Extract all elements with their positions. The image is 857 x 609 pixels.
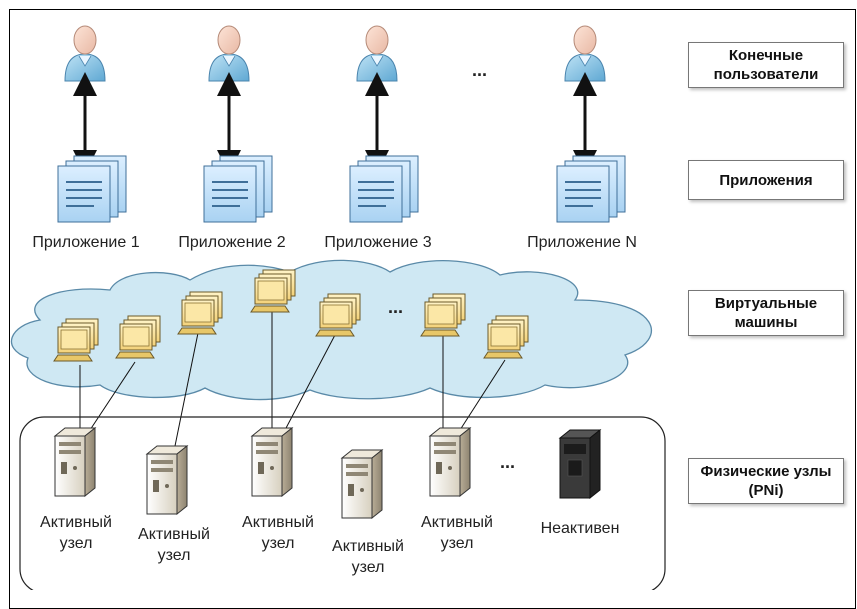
layer-nodes: Физические узлы (PNi) (688, 458, 844, 504)
server-1-icon (54, 427, 96, 497)
app-n-label: Приложение N (527, 234, 637, 251)
server-4-icon (341, 449, 383, 519)
user-n-icon (564, 25, 606, 82)
user-2-icon (208, 25, 250, 82)
layer-nodes-label: Физические узлы (PNi) (700, 463, 832, 499)
layer-vms: Виртуальные машины (688, 290, 844, 336)
layer-apps: Приложения (688, 160, 844, 200)
node-4-label: Активный узел (332, 538, 404, 576)
node-3-label: Активный узел (242, 514, 314, 552)
app-3-docs-icon (349, 155, 419, 223)
layer-apps-label: Приложения (719, 171, 813, 189)
layer-users-label: Конечные пользователи (713, 47, 819, 83)
nodes-ellipsis: ... (500, 452, 516, 472)
vm-node-links (79, 307, 506, 447)
server-2-icon (146, 445, 188, 515)
node-2-label: Активный узел (138, 526, 210, 564)
app-1-docs-icon (57, 155, 127, 223)
app-2-docs-icon (203, 155, 273, 223)
app-2-label: Приложение 2 (178, 234, 286, 251)
physical-nodes-container (19, 416, 666, 590)
server-inactive-icon (559, 429, 601, 499)
app-1-label: Приложение 1 (32, 234, 140, 251)
server-5-icon (429, 427, 471, 497)
layer-vms-label: Виртуальные машины (714, 295, 818, 331)
user-3-icon (356, 25, 398, 82)
vms-ellipsis: ... (388, 297, 404, 317)
server-3-icon (251, 427, 293, 497)
architecture-diagram (10, 25, 666, 590)
app-3-label: Приложение 3 (324, 234, 432, 251)
user-1-icon (64, 25, 106, 82)
layer-users: Конечные пользователи (688, 42, 844, 88)
users-ellipsis: ... (472, 60, 488, 80)
node-5-label: Активный узел (421, 514, 493, 552)
node-1-label: Активный узел (40, 514, 112, 552)
node-inactive-label: Неактивен (540, 520, 620, 537)
app-n-docs-icon (556, 155, 626, 223)
